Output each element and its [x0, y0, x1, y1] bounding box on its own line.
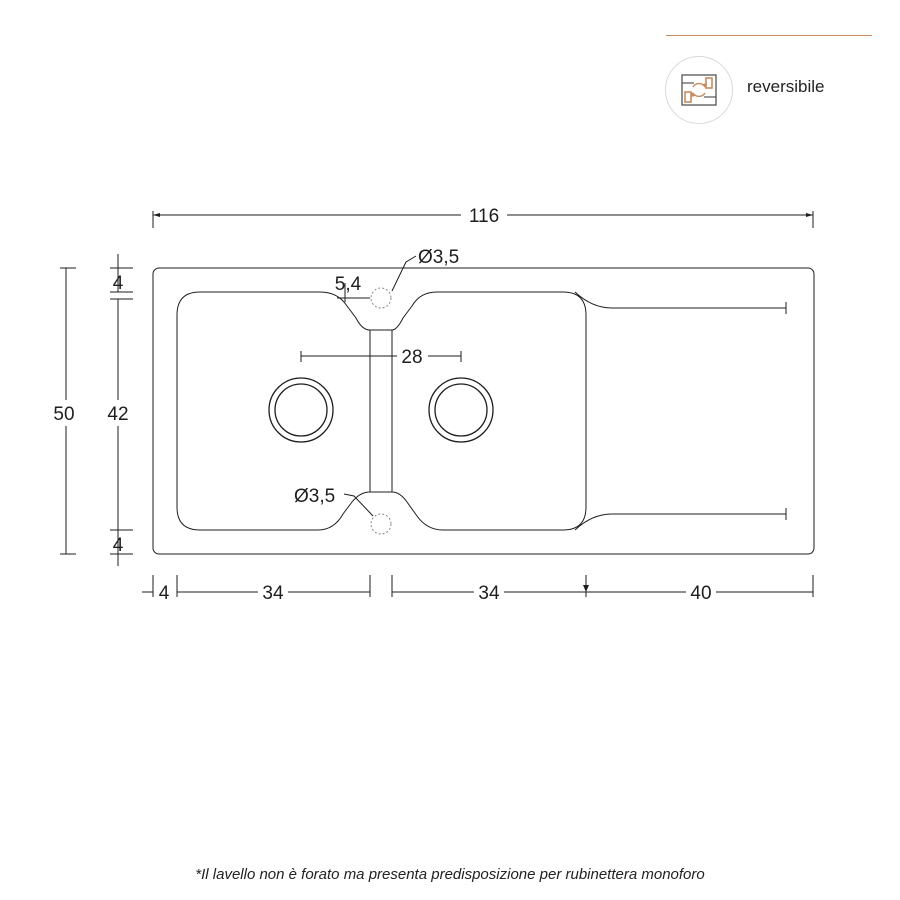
dim-basin-left-width: 34 [262, 583, 284, 604]
basin-divider [369, 329, 393, 493]
dim-left-margin: 4 [159, 583, 170, 604]
dim-overall-height: 50 [53, 404, 74, 425]
right-drain-outer [428, 377, 494, 443]
left-drain-inner [274, 383, 328, 437]
dim-divider-offset: 5,4 [335, 274, 362, 295]
sink-outline [152, 267, 815, 555]
footnote: *Il lavello non è forato ma presenta pre… [195, 866, 705, 883]
right-drain-inner [434, 383, 488, 437]
drainer-bottom-edge [574, 513, 786, 531]
header-accent-line [666, 35, 872, 36]
dim-overall-width: 116 [469, 206, 499, 227]
dim-drainer-width: 40 [690, 583, 711, 604]
dim-basin-height: 42 [107, 404, 128, 425]
left-basin [176, 291, 371, 531]
drainer-top-edge [574, 291, 786, 309]
reversible-icon [665, 56, 733, 124]
dim-drain-spacing: 28 [401, 347, 422, 368]
right-basin [391, 291, 587, 531]
dim-basin-right-width: 34 [478, 583, 500, 604]
dim-tap-hole-top: Ø3,5 [418, 247, 459, 268]
reversible-label: reversibile [747, 77, 825, 96]
tap-hole-top [370, 287, 392, 309]
left-drain-outer [268, 377, 334, 443]
dim-tap-hole-bottom: Ø3,5 [294, 486, 335, 507]
dim-top-margin: 4 [113, 273, 124, 294]
tap-hole-bottom [370, 513, 392, 535]
dim-bottom-margin: 4 [113, 535, 124, 556]
